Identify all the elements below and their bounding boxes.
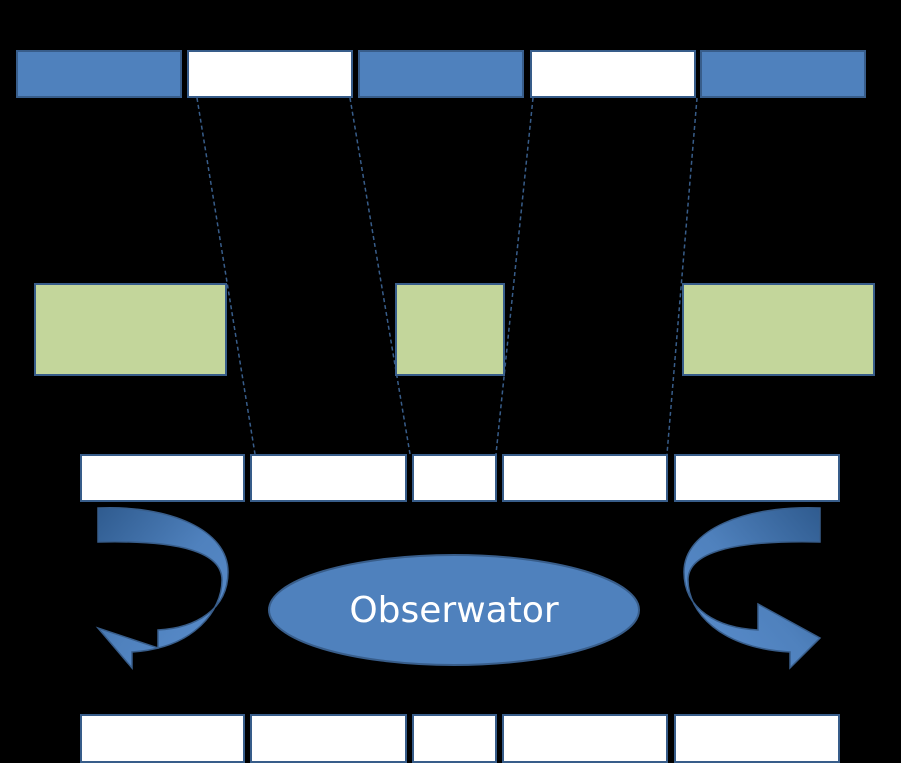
connector-line-1 [196,97,256,455]
lower-segment-5 [674,454,840,502]
connector-line-4 [666,97,698,455]
middle-block-2 [395,283,505,376]
lower-segment-3 [412,454,497,502]
bottom-segment-1 [80,714,245,763]
observer-ellipse [268,554,640,666]
right-curved-arrow-icon [683,507,822,670]
middle-block-1 [34,283,227,376]
connector-line-2 [349,97,411,455]
bottom-segment-4 [502,714,668,763]
top-segment-2 [187,50,353,98]
bottom-segment-3 [412,714,497,763]
top-segment-5 [700,50,866,98]
top-segment-3 [358,50,524,98]
bottom-segment-5 [674,714,840,763]
lower-segment-2 [250,454,407,502]
lower-segment-1 [80,454,245,502]
top-segment-1 [16,50,182,98]
left-curved-arrow-icon [95,507,229,671]
top-segment-4 [530,50,696,98]
middle-block-3 [682,283,875,376]
lower-segment-4 [502,454,668,502]
bottom-segment-2 [250,714,407,763]
connector-line-3 [495,97,534,455]
